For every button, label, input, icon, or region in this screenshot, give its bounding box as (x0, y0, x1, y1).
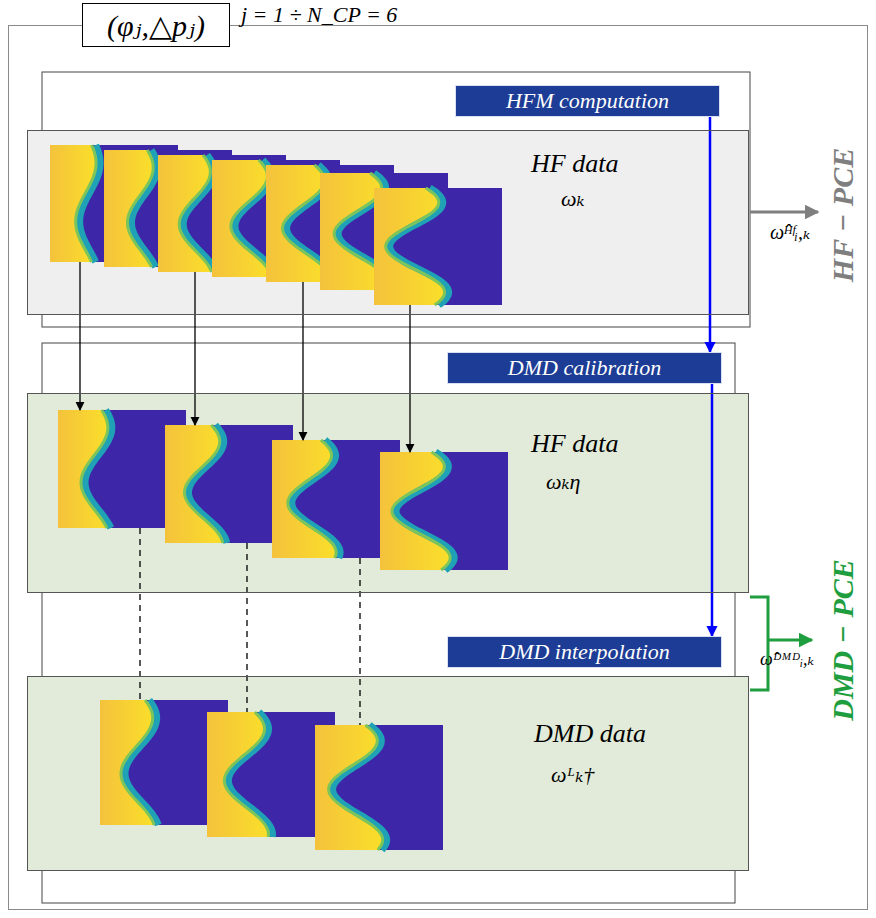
output-arrow (768, 639, 812, 642)
data-panel: DMD data ωᴸₖ† (27, 676, 749, 871)
interpolation-link (246, 543, 247, 712)
data-panel: HF data ωₖη (27, 393, 749, 593)
parameter-box: (φⱼ,△pⱼ) (82, 3, 230, 47)
panel-fill (27, 130, 749, 315)
sampling-arrow (409, 305, 410, 452)
interpolation-link (139, 528, 140, 700)
flow-arrow (711, 384, 714, 636)
bracket (750, 597, 768, 690)
field-symbol: ωₖη (546, 469, 580, 495)
step-label: HFM computation (506, 88, 669, 114)
field-snapshot (374, 188, 502, 305)
node-title: (φⱼ,△pⱼ) (107, 8, 205, 43)
process-step: HFM computation (455, 85, 720, 117)
step-label: DMD calibration (508, 355, 661, 381)
node-title: HF data (531, 429, 618, 459)
interpolation-link (359, 558, 360, 725)
panel-fill (27, 393, 749, 593)
sampling-arrow (79, 262, 80, 410)
coefficient-label: ω̂ᴰᴹᴰᵢ,ₖ (760, 648, 814, 670)
outer-frame: j = 1 ÷ N_CP = 6(φⱼ,△pⱼ)HFM computationH… (8, 25, 868, 910)
field-snapshot (315, 725, 443, 850)
step-label: DMD interpolation (499, 639, 670, 665)
panel-fill (27, 676, 749, 871)
field-symbol: ωᴸₖ† (551, 762, 594, 788)
method-label: DMD − PCE (826, 559, 860, 721)
node-title: HF data (531, 149, 618, 179)
output-arrow (750, 211, 818, 214)
coefficient-label: ω̂ᴴᶠᵢ,ₖ (770, 220, 810, 244)
node-title: j = 1 ÷ N_CP = 6 (241, 2, 397, 28)
node-title: DMD data (534, 719, 646, 749)
flow-arrow (709, 117, 712, 352)
data-panel: HF data ωₖ (27, 130, 749, 315)
process-step: DMD interpolation (447, 636, 722, 668)
field-snapshot (380, 452, 508, 570)
sampling-arrow (302, 282, 303, 440)
method-label: HF − PCE (826, 148, 860, 282)
field-symbol: ωₖ (561, 186, 585, 212)
process-step: DMD calibration (447, 352, 722, 384)
sampling-arrow (194, 272, 195, 425)
